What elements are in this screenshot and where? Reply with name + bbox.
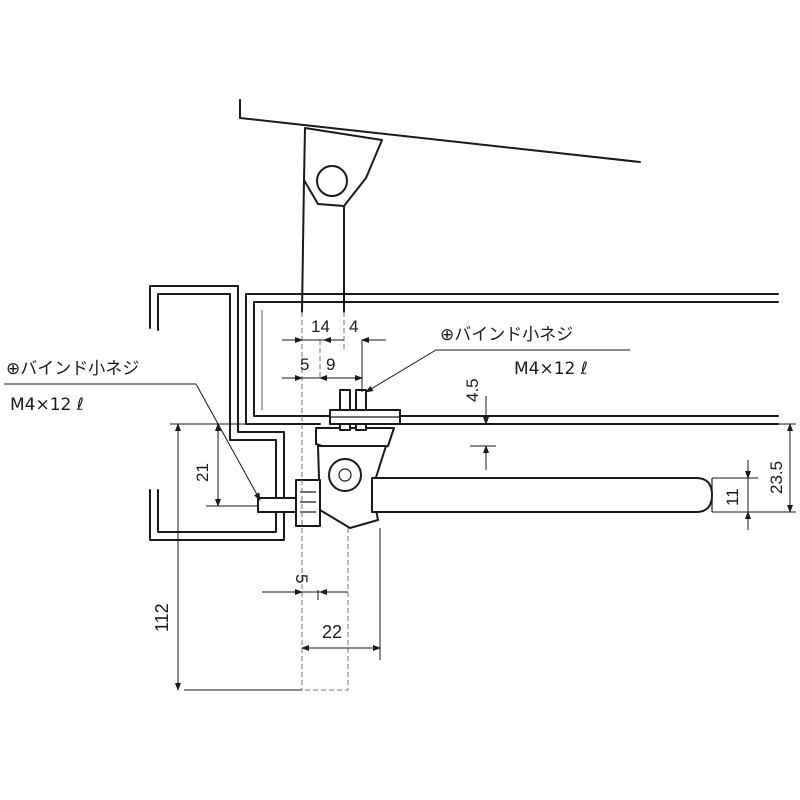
callout-screw-left-line2: M4×12 ℓ: [10, 395, 84, 415]
dim-label-9: 9: [326, 355, 335, 374]
dim-14-4: 14 4: [282, 317, 386, 343]
callout-screw-right-line2: M4×12 ℓ: [514, 359, 588, 379]
extension-lines: [170, 312, 796, 691]
dim-5-bottom: 5: [262, 574, 348, 595]
dim-4-5: 4.5: [463, 378, 489, 470]
dim-5-9: 5 9: [282, 355, 363, 381]
dim-11: 11: [723, 460, 751, 530]
dim-label-21: 21: [193, 463, 212, 482]
upper-bracket: [303, 127, 383, 207]
dim-label-23-5: 23.5: [767, 461, 786, 494]
dim-23-5: 23.5: [767, 423, 793, 513]
dim-21: 21: [193, 423, 221, 507]
dim-label-5-bottom: 5: [292, 574, 311, 583]
left-screw: [257, 497, 297, 513]
callout-screw-right: ⊕バインド小ネジ M4×12 ℓ: [365, 325, 630, 393]
callout-screw-right-line1: ⊕バインド小ネジ: [440, 325, 573, 345]
dim-label-5-top: 5: [300, 355, 309, 374]
callout-screw-left-line1: ⊕バインド小ネジ: [6, 359, 139, 379]
dim-label-11: 11: [723, 488, 742, 506]
dim-label-22: 22: [322, 622, 342, 642]
dim-label-4-5: 4.5: [463, 378, 482, 402]
dim-label-4: 4: [349, 317, 358, 336]
hinge-block: [315, 389, 401, 453]
dim-label-14: 14: [311, 317, 330, 336]
dim-label-112: 112: [152, 603, 172, 632]
callout-screw-left: ⊕バインド小ネジ M4×12 ℓ: [4, 359, 261, 501]
dim-22: 22: [301, 622, 381, 651]
lid-panel: [239, 99, 641, 163]
dim-112: 112: [152, 423, 181, 691]
slide-rod: [371, 477, 713, 513]
